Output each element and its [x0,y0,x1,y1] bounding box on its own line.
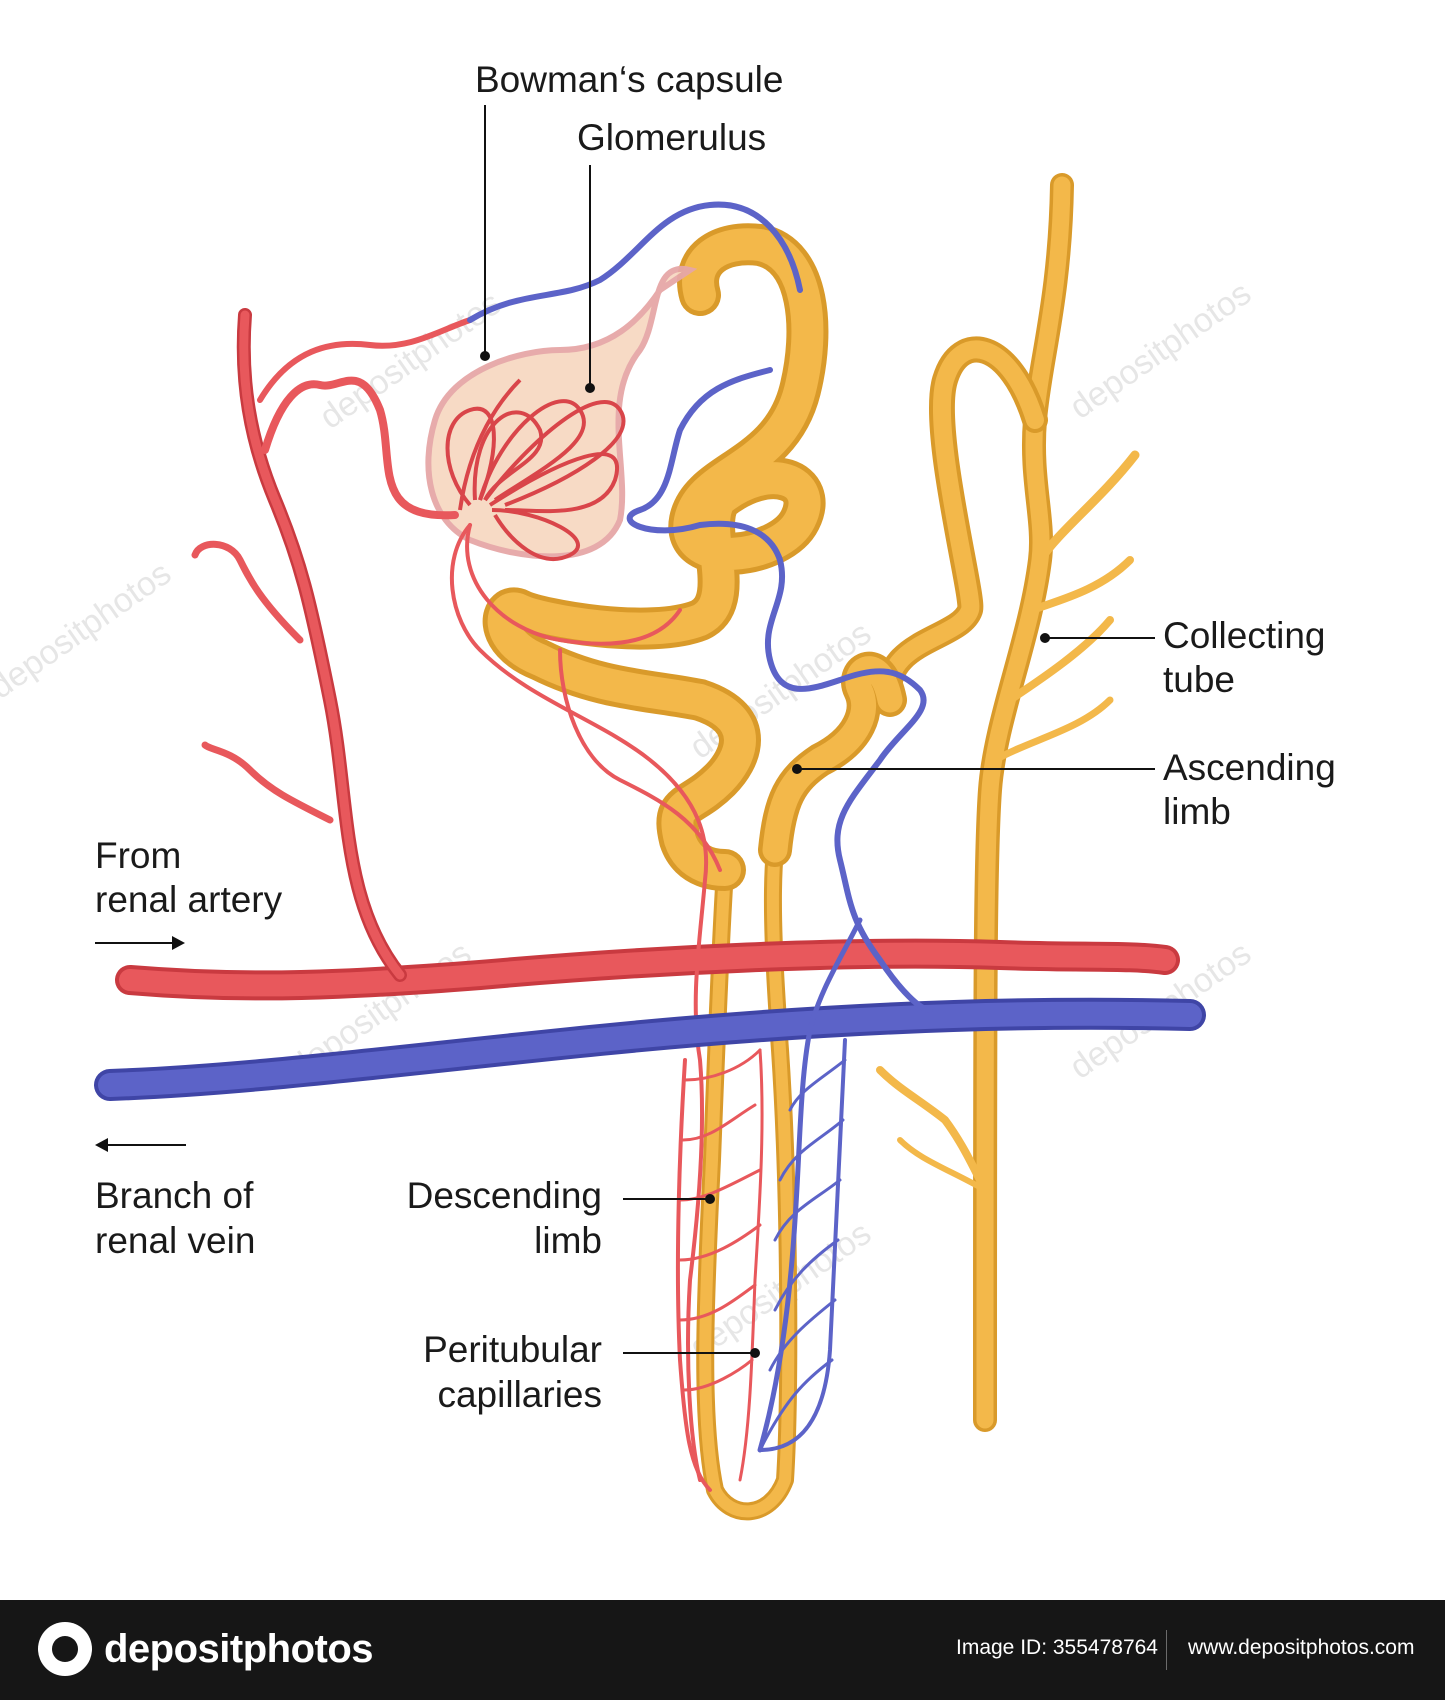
descending-limb-marker [705,1194,715,1204]
glomerulus-label-group: Glomerulus [577,117,766,393]
bowmans-capsule-shape [425,265,698,562]
ascending-limb-label-line2: limb [1163,791,1231,832]
collecting-duct [876,173,1140,1432]
collecting-tube-label-line1: Collecting [1163,615,1325,656]
footer-divider [1166,1630,1167,1670]
descending-limb-label-line2: limb [534,1220,602,1261]
loop-of-henle [696,841,798,1521]
peritubular-marker [750,1348,760,1358]
descending-limb-label-group: Descending limb [407,1175,715,1261]
website-link[interactable]: www.depositphotos.com [1188,1636,1415,1659]
renal-artery-label-line1: From [95,835,181,876]
collecting-tube-marker [1040,633,1050,643]
peritubular-capillaries-label-group: Peritubular capillaries [423,1329,760,1415]
stock-footer: depositphotos Image ID: 355478764 www.de… [0,1600,1445,1700]
logo-text: depositphotos [104,1626,374,1671]
image-id: Image ID: 355478764 [956,1636,1158,1659]
bowmans-capsule-marker [480,351,490,361]
watermark: depositphotos [0,554,178,707]
bowmans-capsule-label: Bowman‘s capsule [475,59,783,100]
arterial-network [115,308,1180,1492]
ascending-limb-marker [792,764,802,774]
renal-vein-label-group: Branch of renal vein [95,1138,255,1261]
peritubular-label-line1: Peritubular [423,1329,602,1370]
arrow-left-icon [95,1138,108,1152]
glomerulus-marker [585,383,595,393]
nephron-diagram: depositphotos depositphotos depositphoto… [0,59,1336,1521]
convoluted-tubules [482,223,907,891]
renal-vein-label-line1: Branch of [95,1175,254,1216]
ascending-limb-label-group: Ascending limb [792,747,1336,832]
renal-artery-label-group: From renal artery [95,835,283,950]
peritubular-label-line2: capillaries [437,1374,602,1415]
renal-artery-label-line2: renal artery [95,879,283,920]
venous-network [94,201,1206,1453]
collecting-tube-label-group: Collecting tube [1040,615,1325,700]
renal-vein-label-line2: renal vein [95,1220,255,1261]
watermark: depositphotos [1063,274,1258,427]
glomerulus-shape [445,378,626,562]
ascending-limb-label-line1: Ascending [1163,747,1336,788]
collecting-tube-label-line2: tube [1163,659,1235,700]
depositphotos-logo[interactable]: depositphotos [38,1622,374,1676]
bowmans-capsule-label-group: Bowman‘s capsule [475,59,783,361]
arrow-right-icon [172,936,185,950]
glomerulus-label: Glomerulus [577,117,766,158]
descending-limb-label-line1: Descending [407,1175,602,1216]
logo-icon [38,1622,92,1676]
